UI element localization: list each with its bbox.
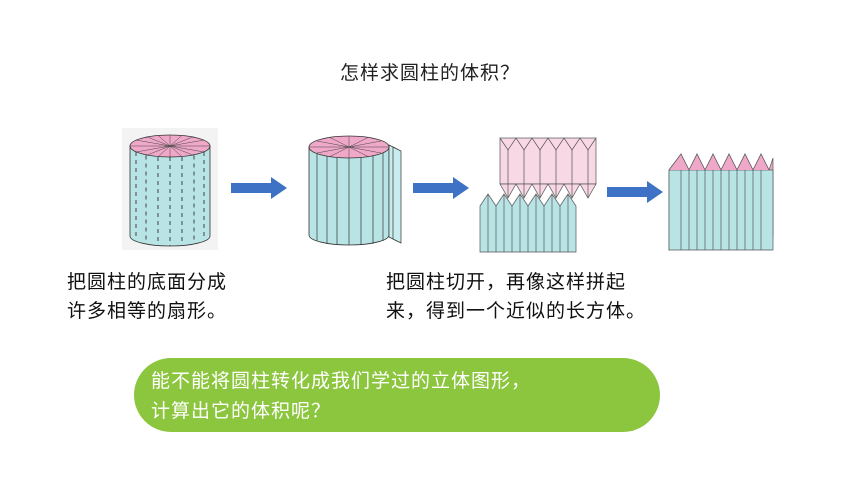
caption-left-line1: 把圆柱的底面分成 <box>67 271 228 293</box>
cylinder-sectors-figure <box>122 128 218 250</box>
question-line1: 能不能将圆柱转化成我们学过的立体图形， <box>151 370 532 392</box>
slide-title: 怎样求圆柱的体积？ <box>339 62 520 84</box>
question-line2: 计算出它的体积呢？ <box>151 400 332 422</box>
caption-left: 把圆柱的底面分成 许多相等的扇形。 <box>67 268 227 326</box>
cylinder-cut-figure <box>305 131 405 249</box>
question-bubble: 能不能将圆柱转化成我们学过的立体图形， 计算出它的体积呢？ <box>134 358 660 432</box>
caption-right: 把圆柱切开，再像这样拼起 来，得到一个近似的长方体。 <box>386 268 646 326</box>
right-arrow-icon <box>607 181 663 207</box>
caption-right-line1: 把圆柱切开，再像这样拼起 <box>386 271 627 293</box>
right-arrow-icon <box>231 177 287 203</box>
caption-right-line2: 来，得到一个近似的长方体。 <box>386 300 647 322</box>
right-arrow-icon <box>413 177 469 203</box>
approximate-cuboid-figure <box>667 150 777 252</box>
cylinder-halves-figure <box>478 136 600 256</box>
caption-left-line2: 许多相等的扇形。 <box>67 300 228 322</box>
